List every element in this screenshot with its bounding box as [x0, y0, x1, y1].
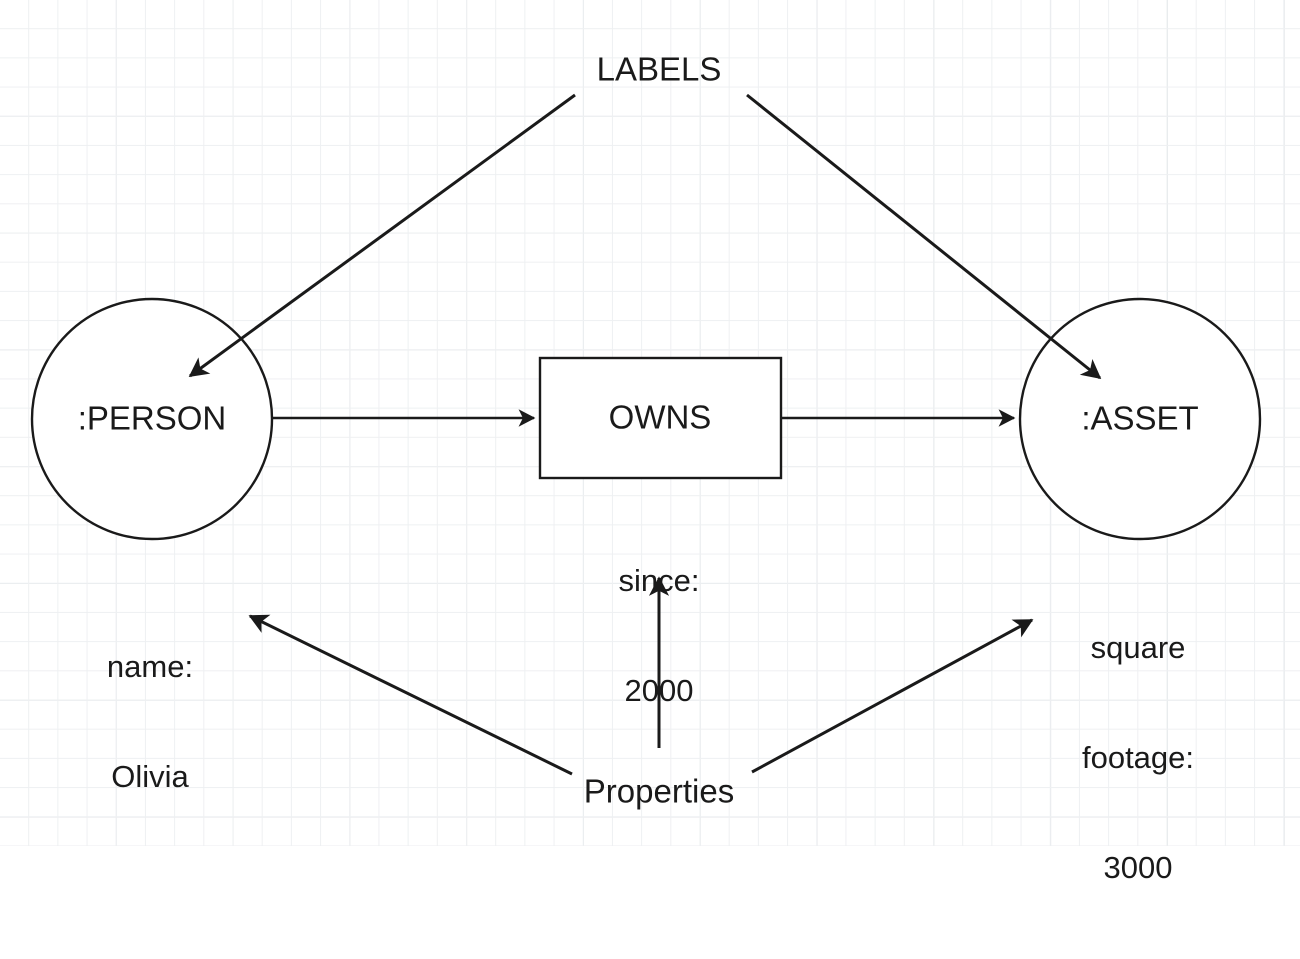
node-asset-property: square footage: 3000	[1082, 557, 1194, 959]
node-asset-property-line-2: footage:	[1081, 739, 1195, 775]
leader-properties-to-asset-property[interactable]	[751, 618, 1034, 774]
node-person-label: :PERSON	[77, 399, 227, 437]
annotation-labels: LABELS	[596, 50, 722, 88]
leader-properties-to-person-property[interactable]	[248, 614, 573, 776]
node-asset-property-line-1: square	[1090, 630, 1186, 666]
relationship-owns-box[interactable]	[538, 356, 783, 480]
node-person-property-line-2: Olivia	[111, 758, 189, 794]
node-asset-label: :ASSET	[1081, 399, 1199, 437]
relationship-owns-property: since: 2000	[619, 490, 700, 783]
leader-labels-to-person[interactable]	[188, 93, 576, 378]
node-asset-property-line-3: 3000	[1103, 849, 1173, 885]
diagram-canvas: LABELS :PERSON :ASSET OWNS name: Olivia …	[0, 0, 1300, 885]
node-person-property: name: Olivia	[107, 576, 193, 869]
relationship-owns-property-line-1: since:	[618, 563, 700, 599]
node-person-property-line-1: name:	[106, 649, 194, 685]
annotation-properties: Properties	[583, 772, 735, 810]
relationship-owns-property-line-2: 2000	[624, 672, 694, 708]
diagram-vector-layer	[30, 93, 1262, 776]
relationship-owns-label: OWNS	[608, 398, 712, 436]
leader-labels-to-asset[interactable]	[746, 93, 1102, 380]
